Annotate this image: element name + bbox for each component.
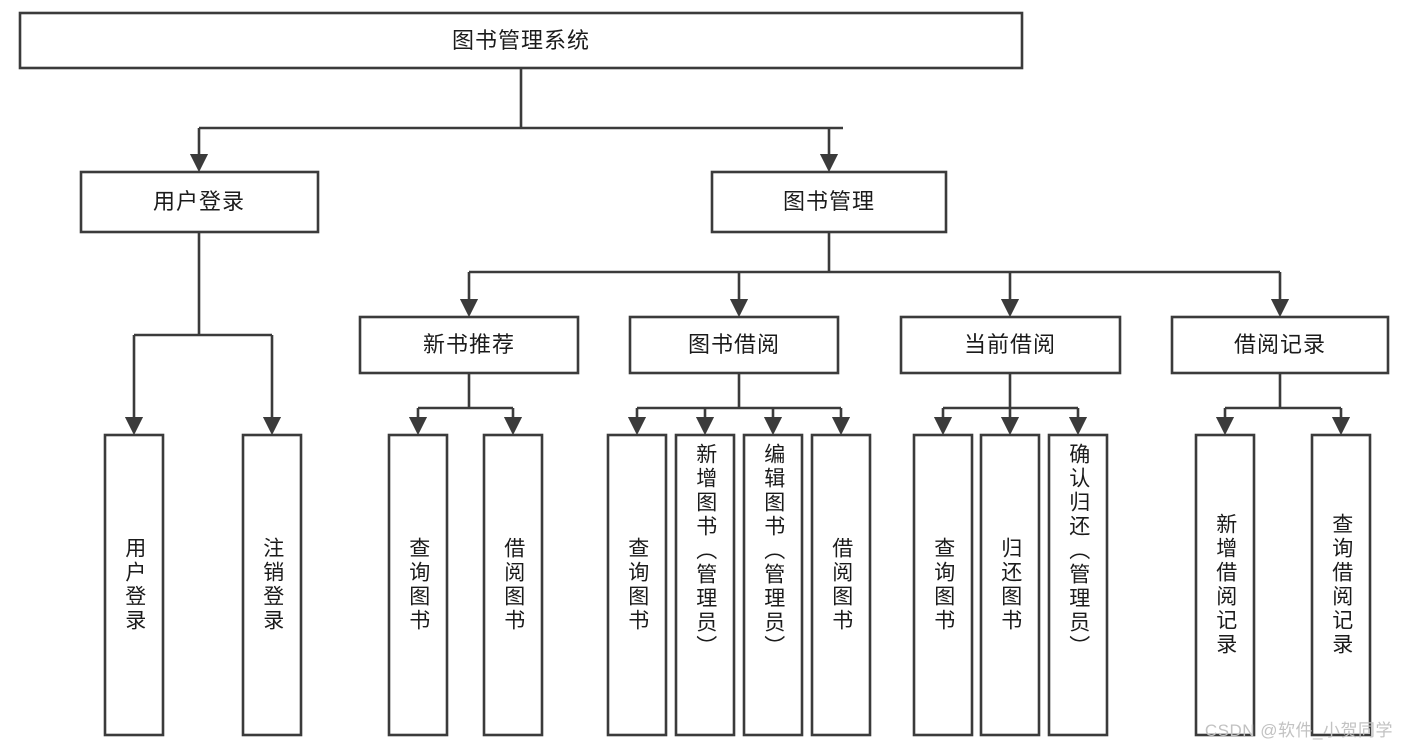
node-current-borrow-box[interactable] <box>899 315 1122 375</box>
leaf-return-book-box[interactable] <box>979 433 1041 737</box>
leaf-query-book-1-box[interactable] <box>387 433 449 737</box>
node-new-book-recommend-box[interactable] <box>358 315 580 375</box>
node-current-borrow-label: 当前借阅 <box>964 332 1056 357</box>
node-user-login-box[interactable] <box>79 170 320 234</box>
node-book-manage-box[interactable] <box>710 170 948 234</box>
leaf-user-logout-box[interactable] <box>241 433 303 737</box>
node-new-book-recommend-label: 新书推荐 <box>423 332 515 357</box>
node-current-borrow[interactable]: 当前借阅 <box>899 315 1122 375</box>
edge-group-book-manage-to-level3 <box>459 232 1290 318</box>
leaf-add-book-box[interactable] <box>674 433 736 737</box>
leaf-add-record-box[interactable] <box>1194 433 1256 737</box>
node-book-manage[interactable]: 图书管理 <box>710 170 948 234</box>
node-borrow-record[interactable]: 借阅记录 <box>1170 315 1390 375</box>
node-borrow-record-label: 借阅记录 <box>1234 332 1326 357</box>
leaf-edit-book-box[interactable] <box>742 433 804 737</box>
edge-group-book-borrow-to-leaves <box>627 373 851 436</box>
edge-group-user-login-to-leaves <box>124 232 282 436</box>
node-root[interactable]: 图书管理系统 <box>18 11 1024 70</box>
leaf-confirm-return-box[interactable] <box>1047 433 1109 737</box>
node-user-login[interactable]: 用户登录 <box>79 170 320 234</box>
leaf-query-book-2-box[interactable] <box>606 433 668 737</box>
node-book-borrow-box[interactable] <box>628 315 840 375</box>
node-borrow-record-box[interactable] <box>1170 315 1390 375</box>
leaf-query-record-box[interactable] <box>1310 433 1372 737</box>
node-new-book-recommend[interactable]: 新书推荐 <box>358 315 580 375</box>
leaf-borrow-book-1-box[interactable] <box>482 433 544 737</box>
node-book-manage-label: 图书管理 <box>783 189 875 214</box>
edge-group-root-to-level2 <box>189 68 843 173</box>
node-user-login-label: 用户登录 <box>153 189 245 214</box>
edge-group-new-book-recommend-to-leaves <box>408 373 523 436</box>
edge-group-current-borrow-to-leaves <box>933 373 1088 436</box>
leaf-user-login-box[interactable] <box>103 433 165 737</box>
leaf-boxes-group <box>103 433 1372 737</box>
node-root-label: 图书管理系统 <box>452 28 590 53</box>
node-root-box[interactable] <box>18 11 1024 70</box>
csdn-watermark: CSDN @软件_小贺同学 <box>1204 721 1393 740</box>
leaf-query-book-3-box[interactable] <box>912 433 974 737</box>
leaf-borrow-book-2-box[interactable] <box>810 433 872 737</box>
node-book-borrow[interactable]: 图书借阅 <box>628 315 840 375</box>
node-book-borrow-label: 图书借阅 <box>688 332 780 357</box>
edge-group-borrow-record-to-leaves <box>1215 373 1351 436</box>
